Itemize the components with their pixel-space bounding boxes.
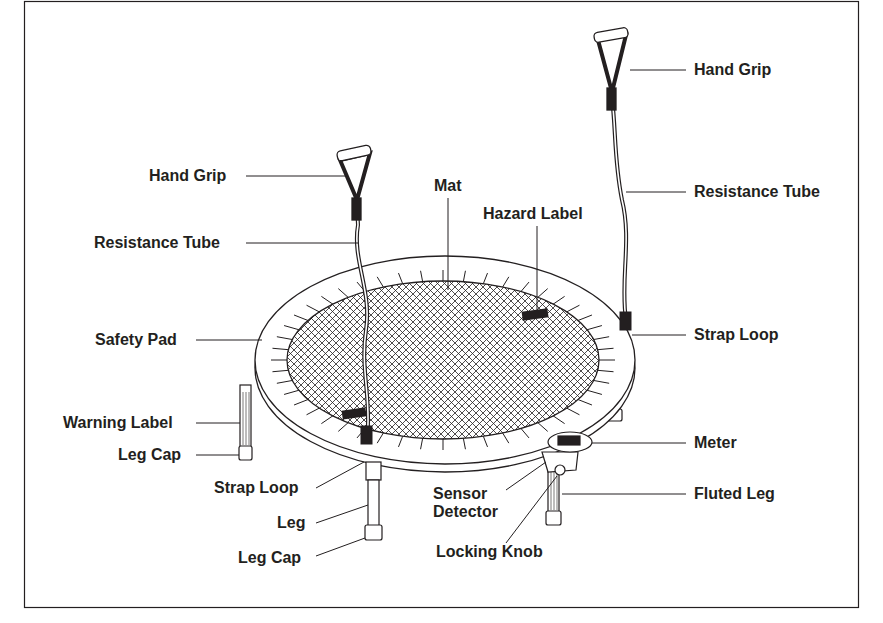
part-label: Fluted Leg bbox=[693, 485, 776, 503]
part-label: Leg Cap bbox=[117, 446, 182, 464]
part-label: Locking Knob bbox=[435, 543, 544, 561]
mat bbox=[287, 281, 599, 439]
safety-pad bbox=[255, 256, 635, 472]
part-label: Resistance Tube bbox=[93, 234, 221, 252]
front-legs bbox=[365, 462, 561, 540]
labels-on-mat bbox=[342, 308, 549, 419]
part-label: Leg Cap bbox=[237, 549, 302, 567]
frame bbox=[25, 2, 859, 608]
part-label: Mat bbox=[433, 177, 463, 195]
meter bbox=[542, 432, 592, 475]
springs bbox=[271, 270, 615, 450]
hand-grips bbox=[336, 27, 628, 220]
part-label: Strap Loop bbox=[693, 326, 779, 344]
part-label: Leg bbox=[276, 514, 306, 532]
part-label: Sensor Detector bbox=[432, 485, 506, 521]
part-label: Meter bbox=[693, 434, 738, 452]
part-label: Safety Pad bbox=[94, 331, 178, 349]
part-label: Hazard Label bbox=[482, 205, 584, 223]
leader-lines bbox=[196, 70, 686, 556]
resistance-tubes bbox=[357, 98, 631, 444]
part-label: Resistance Tube bbox=[693, 183, 821, 201]
part-label: Warning Label bbox=[62, 414, 174, 432]
part-label: Hand Grip bbox=[148, 167, 227, 185]
part-label: Strap Loop bbox=[213, 479, 299, 497]
part-label: Hand Grip bbox=[693, 61, 772, 79]
